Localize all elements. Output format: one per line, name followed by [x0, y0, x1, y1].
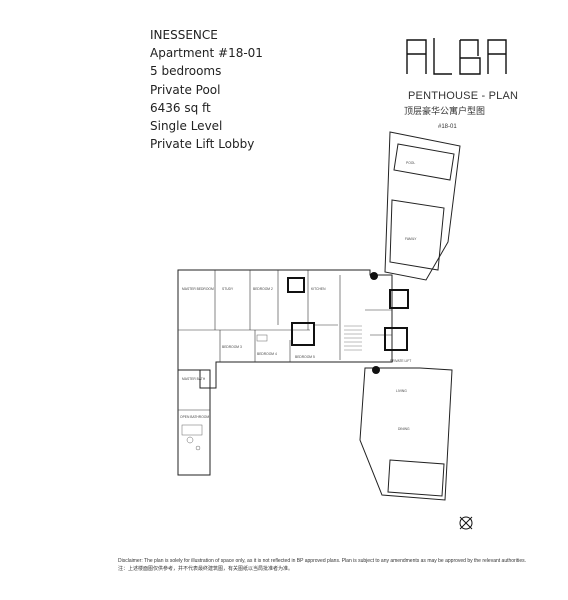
pool-feature: Private Pool — [150, 82, 221, 97]
bedroom-count: 5 bedrooms — [150, 64, 222, 79]
room-label: LIVING — [396, 389, 407, 393]
room-label: STUDY — [222, 287, 234, 291]
alba-logo — [406, 38, 507, 75]
room-label: MASTER BEDROOM — [182, 287, 214, 291]
room-label: DINING — [398, 427, 410, 431]
floor-plan: POOL FAMILY MASTER BEDROOM STUDY BEDROOM… — [177, 131, 461, 501]
disclaimer-text-cn: 注：上述楼面图仅供参考，并不代表最终建筑图，有关图纸以当局批准者为准。 — [118, 566, 294, 572]
lift-core-1 — [287, 277, 305, 293]
north-arrow-icon — [459, 516, 473, 530]
project-name: INESSENCE — [150, 28, 218, 42]
lower-wing-outline — [359, 367, 453, 501]
room-label: FAMILY — [405, 237, 417, 241]
room-label: BEDROOM 5 — [295, 355, 315, 359]
plan-subtitle-cn: 顶层豪华公寓户型图 — [404, 107, 486, 117]
room-label: POOL — [406, 161, 415, 165]
apartment-number: Apartment #18-01 — [150, 46, 263, 61]
left-extension-outline — [177, 369, 211, 476]
room-label: BEDROOM 2 — [253, 287, 273, 291]
room-label: OPEN BATHROOM — [180, 415, 209, 419]
room-label: BEDROOM 4 — [257, 352, 277, 356]
plan-subtitle: PENTHOUSE - PLAN — [408, 90, 519, 102]
disclaimer-text: Disclaimer: The plan is solely for illus… — [118, 558, 526, 564]
upper-wing-outline — [384, 131, 461, 281]
lift-core-3 — [389, 289, 409, 309]
lift-core-4 — [384, 327, 408, 351]
room-label: BEDROOM 3 — [222, 345, 242, 349]
column — [372, 366, 380, 374]
floor-area: 6436 sq ft — [150, 100, 211, 115]
room-label: MASTER BATH — [182, 377, 206, 381]
pool-outline — [393, 143, 455, 181]
unit-info: INESSENCE Apartment #18-01 5 bedrooms Pr… — [150, 26, 263, 153]
room-label: PRIVATE LIFT — [390, 359, 411, 363]
unit-number: #18-01 — [438, 124, 457, 130]
lift-core-2 — [291, 322, 315, 346]
column — [370, 272, 378, 280]
room-label: KITCHEN — [311, 287, 326, 291]
level-feature: Single Level — [150, 119, 223, 134]
lift-feature: Private Lift Lobby — [150, 137, 255, 152]
